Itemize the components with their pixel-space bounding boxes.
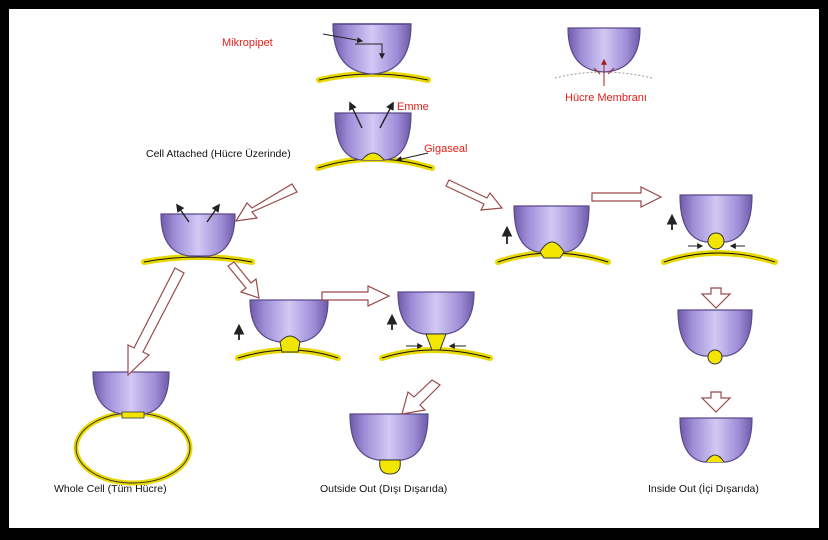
pipette-vesicle — [678, 310, 752, 364]
pipette-excised-patch — [498, 206, 608, 262]
flow-arrow — [702, 392, 730, 412]
pipette-suction-left — [144, 205, 252, 262]
flow-arrow — [322, 286, 389, 306]
flow-arrow — [446, 180, 502, 210]
pipette-pulling-2 — [382, 292, 490, 358]
label-whole-cell: Whole Cell (Tüm Hücre) — [54, 483, 167, 495]
flow-arrow — [592, 187, 661, 207]
flow-arrow — [402, 380, 440, 414]
label-suction: Emme — [397, 101, 429, 113]
pipette-vesicle-forming — [664, 195, 775, 262]
flow-arrow — [228, 262, 259, 298]
label-gigaseal: Gigaseal — [424, 143, 467, 155]
pipette-micropipette — [319, 24, 428, 80]
label-cell-membrane: Hücre Membranı — [565, 92, 647, 104]
label-micropipette: Mikropipet — [222, 37, 273, 49]
pipette-pulling-1 — [238, 300, 338, 358]
pipette-inside-out — [680, 418, 752, 462]
flow-arrow — [236, 184, 297, 221]
pipette-cell-membrane — [555, 28, 652, 86]
pipette-outside-out — [350, 414, 428, 474]
flow-arrow — [702, 288, 730, 308]
pipette-whole-cell — [76, 372, 190, 483]
flow-arrow — [128, 268, 184, 375]
label-outside-out: Outside Out (Dışı Dışarıda) — [320, 483, 447, 495]
label-cell-attached: Cell Attached (Hücre Üzerinde) — [146, 148, 291, 160]
label-inside-out: Inside Out (İçi Dışarıda) — [648, 482, 759, 495]
